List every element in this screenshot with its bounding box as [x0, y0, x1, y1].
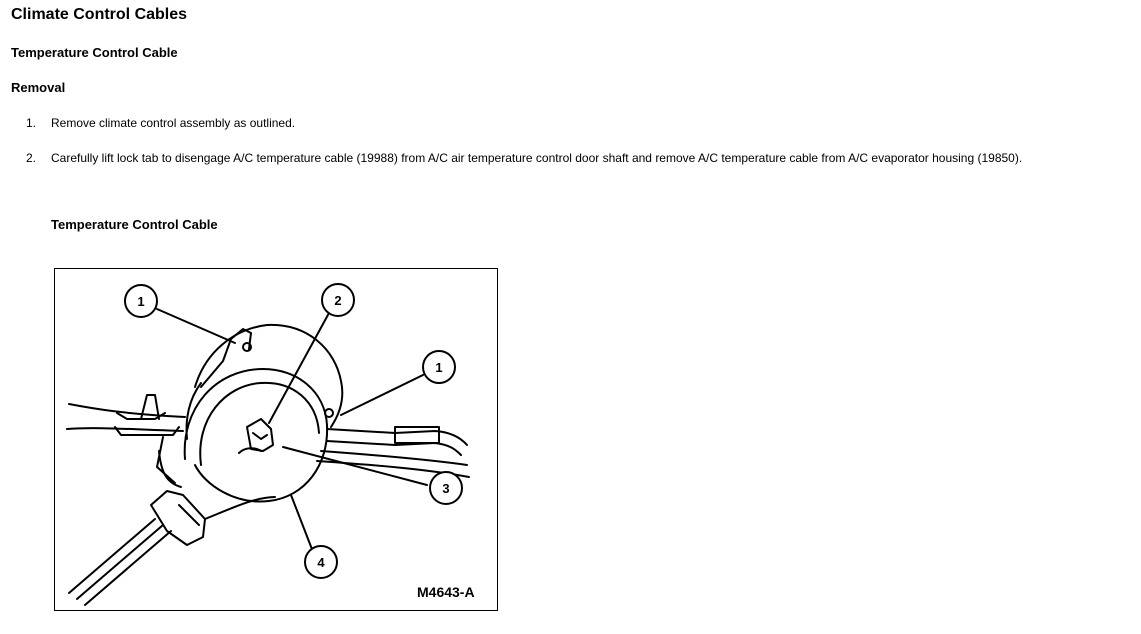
- callout-number: 2: [334, 293, 341, 308]
- page-title: Climate Control Cables: [11, 6, 188, 23]
- step-text: Carefully lift lock tab to disengage A/C…: [51, 151, 1023, 165]
- callout-4: 4: [304, 545, 338, 579]
- callout-number: 1: [137, 294, 144, 309]
- subsection-title-removal: Removal: [11, 80, 66, 95]
- callout-2: 2: [321, 283, 355, 317]
- callout-number: 3: [442, 481, 449, 496]
- step-number: 2.: [26, 151, 37, 165]
- step-number: 1.: [26, 116, 37, 130]
- callout-1-top-left: 1: [124, 284, 158, 318]
- callout-number: 4: [317, 555, 325, 570]
- figure-id-label: M4643-A: [417, 584, 475, 600]
- callout-1-right: 1: [422, 350, 456, 384]
- step-item: 1. Remove climate control assembly as out…: [26, 116, 295, 130]
- section-title: Temperature Control Cable: [11, 45, 178, 60]
- figure-caption: Temperature Control Cable: [51, 217, 218, 232]
- callout-3: 3: [429, 471, 463, 505]
- diagram-linework: [66, 308, 470, 606]
- callout-number: 1: [435, 360, 442, 375]
- cable-diagram: 1 2 1 3 4 M4643-A: [66, 283, 475, 606]
- step-text: Remove climate control assembly as outli…: [51, 116, 296, 130]
- figure-illustration: 1 2 1 3 4 M4643-A: [54, 268, 498, 611]
- step-item: 2. Carefully lift lock tab to disengage A…: [26, 151, 1022, 165]
